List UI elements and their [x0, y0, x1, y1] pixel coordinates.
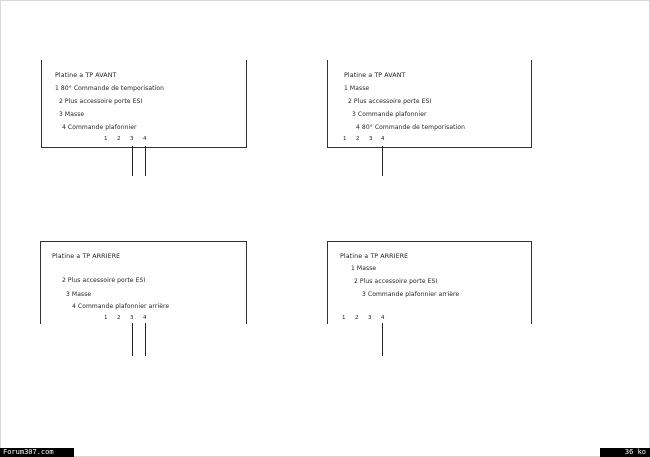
- panel-line: 3 Masse: [66, 291, 92, 298]
- panel-line: 3 Masse: [59, 111, 85, 118]
- panel-title: Platine a TP ARRIERE: [340, 253, 409, 260]
- pin-label: 4: [143, 136, 147, 142]
- site-watermark: Forum307.com: [0, 448, 74, 457]
- pin-label: 1: [104, 136, 108, 142]
- panel-title: Platine a TP AVANT: [344, 72, 406, 79]
- pin-label: 4: [143, 315, 147, 321]
- pin-label: 1: [104, 315, 108, 321]
- panel-line: 2 Plus accessoire porte ESI: [59, 98, 143, 105]
- pin-label: 2: [355, 315, 359, 321]
- panel-box: [41, 60, 247, 148]
- panel-line: 1 Masse: [344, 85, 370, 92]
- panel-line: 3 Commande plafonnier: [352, 111, 427, 118]
- pin-label: 2: [356, 136, 360, 142]
- panel-line: 4 80° Commande de temporisation: [356, 124, 466, 131]
- pin-label: 3: [368, 315, 372, 321]
- panel-line: 1 Masse: [351, 265, 377, 272]
- pin-label: 1: [342, 315, 346, 321]
- panel-line: 2 Plus accessoire porte ESI: [354, 278, 438, 285]
- panel-box: [327, 241, 532, 324]
- panel-title: Platine a TP AVANT: [55, 72, 117, 79]
- panel-line: 3 Commande plafonnier arrière: [362, 291, 460, 298]
- pin-label: 4: [381, 315, 385, 321]
- panel-box: [40, 241, 247, 324]
- pin-label: 1: [343, 136, 347, 142]
- wire: [145, 323, 146, 356]
- pin-label: 3: [369, 136, 373, 142]
- pin-label: 2: [117, 315, 121, 321]
- panel-line: 4 Commande plafonnier: [62, 124, 137, 131]
- pin-label: 3: [130, 315, 134, 321]
- panel-box: [327, 60, 532, 148]
- panel-line: 4 Commande plafonnier arrière: [72, 303, 170, 310]
- wire: [132, 146, 133, 176]
- file-size-badge: 36 ko: [600, 448, 650, 457]
- panel-title: Platine a TP ARRIERE: [52, 253, 121, 260]
- pin-label: 2: [117, 136, 121, 142]
- pin-label: 4: [381, 136, 385, 142]
- panel-line: 1 80° Commande de temporisation: [55, 85, 165, 92]
- wire: [382, 146, 383, 176]
- panel-line: 2 Plus accessoire porte ESI: [62, 277, 146, 284]
- wire: [145, 146, 146, 176]
- wire: [382, 323, 383, 356]
- pin-label: 3: [130, 136, 134, 142]
- panel-line: 2 Plus accessoire porte ESI: [348, 98, 432, 105]
- wire: [132, 323, 133, 356]
